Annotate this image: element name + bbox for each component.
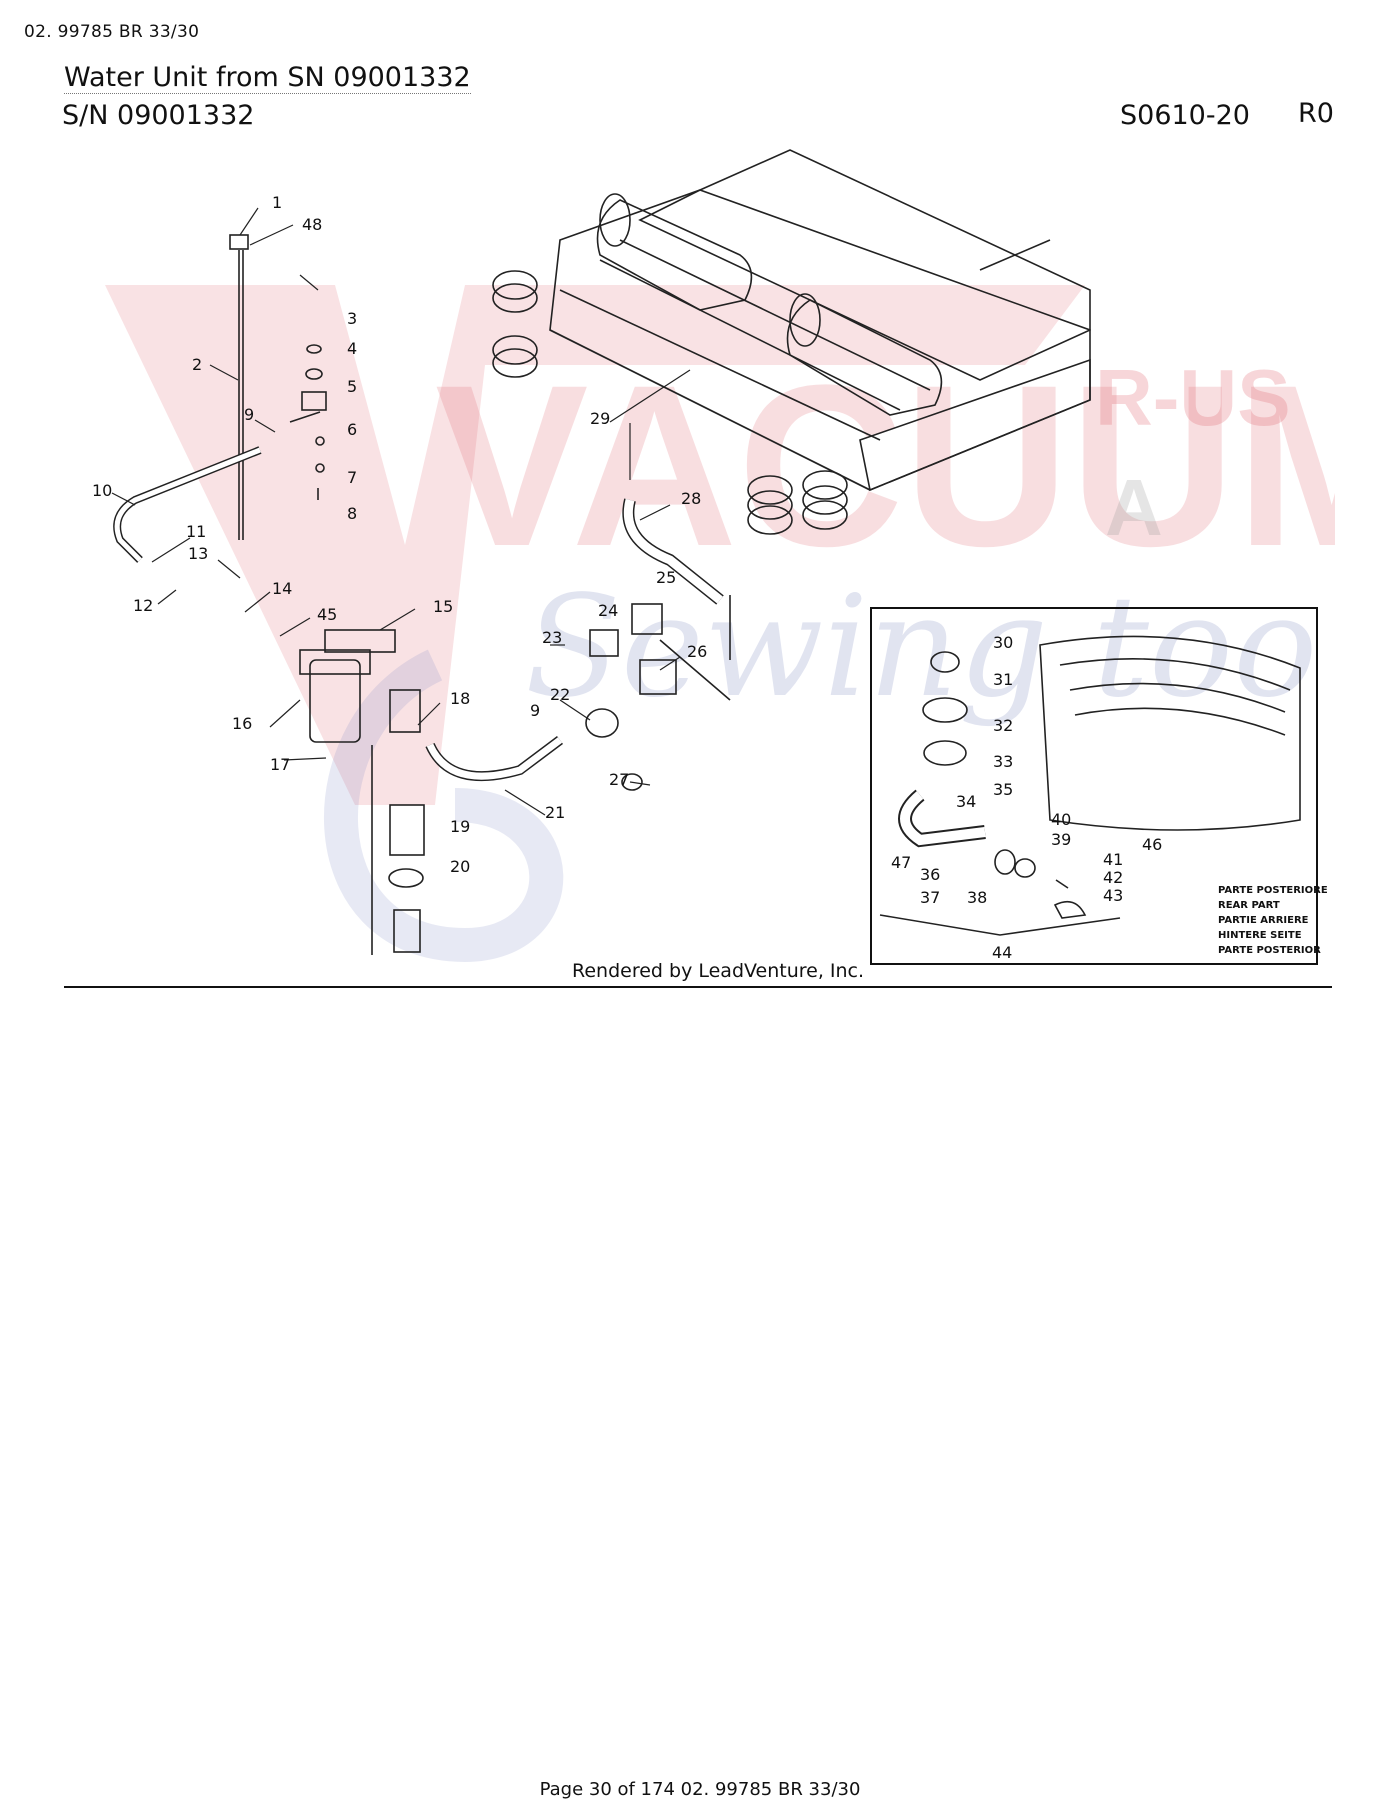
callout-48: 48 <box>302 215 322 234</box>
callout-42: 42 <box>1103 868 1123 887</box>
callout-30: 30 <box>993 633 1013 652</box>
callout-15: 15 <box>433 597 453 616</box>
inset-frame <box>870 607 1318 965</box>
document-reference: 02. 99785 BR 33/30 <box>24 22 200 42</box>
diagram-title-text: Water Unit from SN 09001332 <box>64 62 471 94</box>
filter-assembly <box>299 629 425 955</box>
callout-19: 19 <box>450 817 470 836</box>
solenoid-valve-group <box>585 595 731 791</box>
callout-40: 40 <box>1051 810 1071 829</box>
revision-code: R0 <box>1298 98 1334 129</box>
callout-35: 35 <box>993 780 1013 799</box>
callout-31: 31 <box>993 670 1013 689</box>
parts-diagram <box>111 149 1301 955</box>
callout-27: 27 <box>609 770 629 789</box>
callout-12: 12 <box>133 596 153 615</box>
inset-legend: PARTE POSTERIORE REAR PART PARTIE ARRIER… <box>1218 883 1328 958</box>
callout-37: 37 <box>920 888 940 907</box>
callout-41: 41 <box>1103 850 1123 869</box>
wheel-stacks <box>492 270 848 535</box>
drawing-code: S0610-20 <box>1120 100 1250 131</box>
chassis-frame <box>549 149 1091 492</box>
callout-7: 7 <box>347 468 357 487</box>
bottom-rule <box>64 986 1332 988</box>
callout-2: 2 <box>192 355 202 374</box>
callout-36: 36 <box>920 865 940 884</box>
battery-cylinders <box>596 193 943 416</box>
callout-38: 38 <box>967 888 987 907</box>
callout-33: 33 <box>993 752 1013 771</box>
callout-20: 20 <box>450 857 470 876</box>
callout-5: 5 <box>347 377 357 396</box>
callout-11: 11 <box>186 522 206 541</box>
page-footer: Page 30 of 174 02. 99785 BR 33/30 <box>539 1779 861 1800</box>
callout-9b: 9 <box>530 701 540 720</box>
callout-46: 46 <box>1142 835 1162 854</box>
callout-24: 24 <box>598 601 618 620</box>
callout-3: 3 <box>347 309 357 328</box>
callout-39: 39 <box>1051 830 1071 849</box>
legend-italian: PARTE POSTERIORE <box>1218 885 1328 896</box>
callout-8: 8 <box>347 504 357 523</box>
callout-6: 6 <box>347 420 357 439</box>
callout-34: 34 <box>956 792 976 811</box>
callout-28: 28 <box>681 489 701 508</box>
callout-29: 29 <box>590 409 610 428</box>
callout-43: 43 <box>1103 886 1123 905</box>
legend-german: HINTERE SEITE <box>1218 930 1302 941</box>
leader-lines <box>111 207 691 816</box>
inset-rear-part <box>879 635 1301 936</box>
callout-18: 18 <box>450 689 470 708</box>
callout-45: 45 <box>317 605 337 624</box>
callout-21: 21 <box>545 803 565 822</box>
callout-14: 14 <box>272 579 292 598</box>
serial-number: S/N 09001332 <box>62 100 255 131</box>
callout-44: 44 <box>992 943 1012 962</box>
callout-17: 17 <box>270 755 290 774</box>
callout-32: 32 <box>993 716 1013 735</box>
callout-9: 9 <box>244 405 254 424</box>
legend-french: PARTIE ARRIERE <box>1218 915 1309 926</box>
callout-23: 23 <box>542 628 562 647</box>
render-credit: Rendered by LeadVenture, Inc. <box>572 960 865 982</box>
callout-16: 16 <box>232 714 252 733</box>
legend-english: REAR PART <box>1218 900 1280 911</box>
callout-13: 13 <box>188 544 208 563</box>
callout-26: 26 <box>687 642 707 661</box>
callout-10: 10 <box>92 481 112 500</box>
callout-1: 1 <box>272 193 282 212</box>
callout-25: 25 <box>656 568 676 587</box>
callout-4: 4 <box>347 339 357 358</box>
diagram-title: Water Unit from SN 09001332 <box>64 62 471 94</box>
fittings-3-8 <box>289 344 327 500</box>
callout-22: 22 <box>550 685 570 704</box>
callout-labels: 1 2 3 4 5 6 7 8 9 10 11 12 13 14 15 16 1… <box>92 193 1162 962</box>
callout-47: 47 <box>891 853 911 872</box>
legend-spanish: PARTE POSTERIOR <box>1218 945 1321 956</box>
level-rod <box>229 234 249 540</box>
